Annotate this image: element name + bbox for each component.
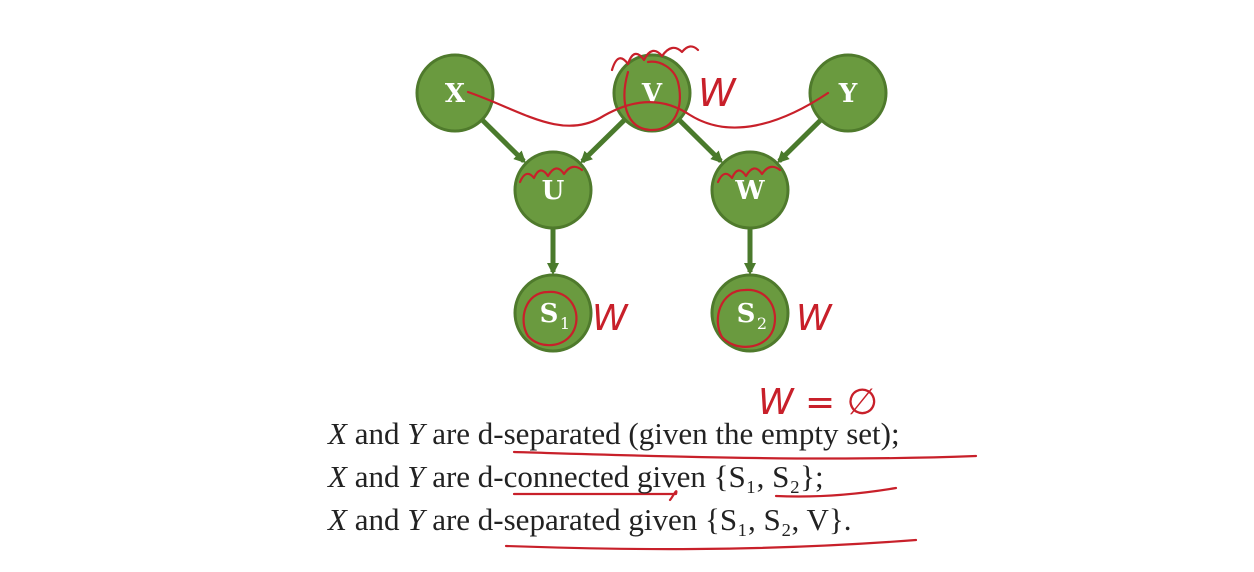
var-y: Y — [407, 459, 425, 494]
node-subscript: 2 — [757, 314, 767, 333]
node-circle — [415, 53, 495, 133]
w-scribble — [716, 165, 782, 184]
s2-circle-mark — [716, 288, 777, 348]
word-are: are — [432, 459, 471, 494]
relation: d-connected — [477, 459, 630, 494]
edge-v-to-w — [677, 117, 723, 164]
node-label: Y — [838, 79, 858, 109]
underline-line3 — [504, 538, 918, 551]
edges — [480, 117, 823, 275]
var-y: Y — [407, 416, 425, 451]
node-subscript: 1 — [560, 314, 570, 333]
condition: (given the empty set); — [628, 416, 900, 451]
annotation-w-near-s1: W — [592, 298, 629, 339]
annotation-w-near-s2: W — [796, 298, 833, 339]
var-x: X — [328, 502, 347, 537]
condition: given {S₁, S₂}; — [637, 459, 824, 494]
node-circle — [513, 150, 593, 230]
node-label: U — [542, 176, 565, 206]
node-label: S — [540, 299, 559, 329]
node-u: U — [513, 150, 593, 230]
annotation-w-empty-set: W = ∅ — [758, 382, 878, 423]
edge-x-to-u — [480, 117, 526, 164]
word-and: and — [354, 502, 400, 537]
underline-line1 — [512, 450, 978, 460]
node-label: S — [737, 299, 756, 329]
relation: d-separated — [477, 416, 621, 451]
node-label: X — [445, 79, 466, 109]
var-x: X — [328, 416, 347, 451]
node-label: W — [734, 176, 765, 206]
annotation-w-near-v: W — [698, 71, 737, 115]
node-label: V — [641, 79, 663, 109]
edge-v-to-u — [580, 117, 627, 164]
statement-2: X and Y are d-connected given {S₁, S₂}; — [328, 455, 1088, 498]
node-circle — [808, 53, 888, 133]
annotation-layer: closed open open W W W W = ∅ — [466, 45, 978, 551]
v-circle-mark — [623, 60, 681, 132]
d-separation-statements: X and Y are d-separated (given the empty… — [328, 412, 1088, 541]
var-x: X — [328, 459, 347, 494]
word-are: are — [432, 502, 471, 537]
word-and: and — [354, 416, 400, 451]
condition: given {S₁, S₂, V}. — [628, 502, 852, 537]
node-y: Y — [808, 53, 888, 133]
node-circle — [710, 150, 790, 230]
statement-1: X and Y are d-separated (given the empty… — [328, 412, 1088, 455]
v-scribble — [610, 45, 700, 72]
word-are: are — [432, 416, 471, 451]
path-scribble — [466, 90, 830, 129]
node-w: W — [710, 150, 790, 230]
u-scribble — [518, 165, 584, 184]
relation: d-separated — [477, 502, 621, 537]
word-and: and — [354, 459, 400, 494]
var-y: Y — [407, 502, 425, 537]
node-x: X — [415, 53, 495, 133]
underline-braces-line2 — [774, 486, 898, 498]
underline-line2 — [512, 490, 678, 502]
statement-3: X and Y are d-separated given {S₁, S₂, V… — [328, 498, 1088, 541]
edge-y-to-w — [777, 117, 823, 164]
s1-circle-mark — [522, 290, 578, 347]
